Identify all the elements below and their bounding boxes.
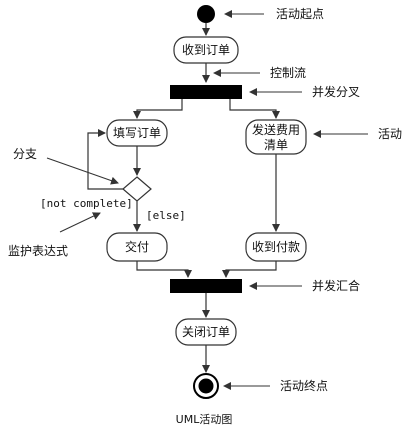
final-node — [193, 373, 219, 399]
flow-payment-to-join — [222, 261, 277, 278]
callout-initial-node: 活动起点 — [276, 7, 324, 21]
flow-fork-to-fill-order — [133, 99, 183, 119]
guard-else: [else] — [146, 209, 186, 222]
callout-final-node: 活动终点 — [280, 378, 328, 393]
flow-fork-to-send-invoice — [229, 99, 280, 119]
callout-activity: 活动 — [378, 127, 402, 141]
guard-not-complete: [not complete] — [40, 197, 133, 210]
callout-guard-arrow — [59, 212, 101, 233]
callout-branch: 分支 — [13, 147, 37, 161]
flow-deliver-to-join — [136, 261, 192, 278]
diagram-caption: UML活动图 — [176, 413, 233, 426]
action-deliver-label: 交付 — [125, 239, 149, 254]
callout-guard-expression: 监护表达式 — [8, 244, 68, 258]
action-receive-order-label: 收到订单 — [182, 43, 230, 57]
action-close-order-label: 关闭订单 — [182, 325, 230, 339]
join-bar — [170, 279, 242, 293]
action-fill-order-label: 填写订单 — [113, 126, 161, 140]
action-send-invoice-label-line1: 发送费用 — [252, 122, 300, 137]
callout-fork: 并发分叉 — [312, 84, 360, 99]
callout-join: 并发汇合 — [312, 278, 360, 293]
flow-loop-not-complete — [87, 129, 123, 190]
action-send-invoice-label-line2: 清单 — [264, 138, 288, 152]
initial-node — [197, 5, 215, 23]
callout-control-flow: 控制流 — [270, 66, 306, 80]
action-receive-payment-label: 收到付款 — [252, 240, 300, 254]
fork-bar — [170, 85, 242, 99]
callout-branch-arrow — [46, 157, 119, 185]
